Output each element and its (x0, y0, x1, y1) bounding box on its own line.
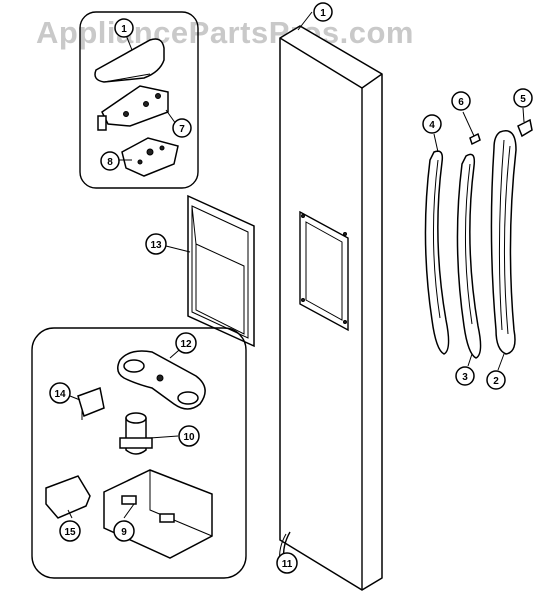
gasket-3-part (456, 153, 482, 359)
svg-text:5: 5 (520, 94, 526, 105)
svg-text:1: 1 (320, 8, 326, 19)
callout-9: 9 (113, 520, 135, 542)
hinge-plate-part (101, 85, 169, 127)
callout-2: 2 (486, 370, 506, 390)
callout-14: 14 (49, 382, 71, 404)
svg-text:7: 7 (179, 124, 185, 135)
dispenser-opening (299, 210, 349, 332)
svg-text:1: 1 (121, 24, 127, 35)
svg-text:8: 8 (107, 157, 113, 168)
door-panel (279, 11, 383, 591)
callout-11: 11 (276, 552, 298, 574)
callout-7: 7 (172, 118, 192, 138)
bottom-hinge-plate (103, 469, 213, 559)
dispenser-trim-part (165, 194, 255, 348)
callout-8: 8 (100, 151, 120, 171)
callout-6: 6 (451, 91, 471, 111)
svg-text:3: 3 (462, 372, 468, 383)
screw-part (469, 132, 481, 146)
callout-10: 10 (178, 425, 200, 447)
callout-3: 3 (455, 366, 475, 386)
clip-part (517, 118, 533, 138)
callout-12: 12 (175, 332, 197, 354)
svg-text:13: 13 (150, 240, 162, 251)
hinge-cover-part (94, 38, 165, 83)
callout-1-top: 1 (114, 18, 134, 38)
hinge-bracket-part (121, 137, 179, 177)
hinge-cover-bottom (45, 475, 91, 519)
svg-text:4: 4 (429, 120, 435, 131)
gasket-4-part (424, 150, 450, 355)
callout-15: 15 (59, 520, 81, 542)
top-hinge-inset (79, 11, 199, 189)
watermark-text: AppliancePartsPros.com (36, 15, 414, 50)
door-gaskets (424, 107, 533, 371)
callout-4: 4 (422, 114, 442, 134)
svg-text:9: 9 (121, 527, 127, 538)
callout-1-door: 1 (313, 2, 333, 22)
svg-text:12: 12 (180, 339, 192, 350)
svg-text:6: 6 (458, 97, 464, 108)
callout-13: 13 (145, 233, 167, 255)
callout-5: 5 (513, 88, 533, 108)
gasket-2-part (490, 130, 517, 355)
svg-text:10: 10 (183, 432, 195, 443)
svg-text:14: 14 (54, 389, 66, 400)
shim-part (77, 386, 105, 418)
svg-text:11: 11 (282, 559, 293, 570)
svg-text:2: 2 (493, 376, 499, 387)
svg-text:15: 15 (64, 527, 76, 538)
bottom-hinge-inset (31, 327, 247, 579)
